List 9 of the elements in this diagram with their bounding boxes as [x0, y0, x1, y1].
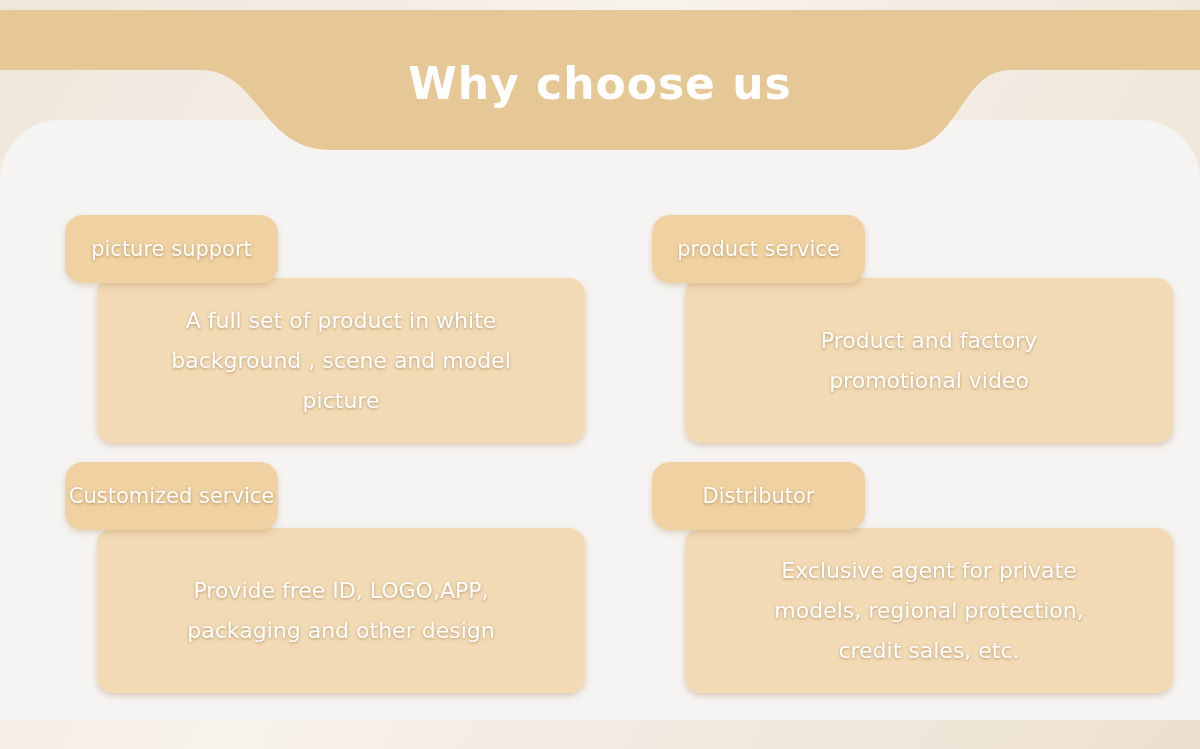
heading-tab: picture support: [65, 215, 278, 283]
heading-tab: product service: [652, 215, 865, 283]
description-card: Provide free ID, LOGO,APP, packaging and other design: [97, 528, 585, 693]
description-card: A full set of product in white background , scene and model picture: [97, 278, 585, 443]
description-card: Product and factory promotional video: [685, 278, 1173, 443]
description-card: Exclusive agent for private models, regional protection, credit sales, etc.: [685, 528, 1173, 693]
heading-tab: Customized service: [65, 462, 278, 530]
title: Why choose us: [407, 58, 793, 109]
heading-tab: Distributor: [652, 462, 865, 530]
